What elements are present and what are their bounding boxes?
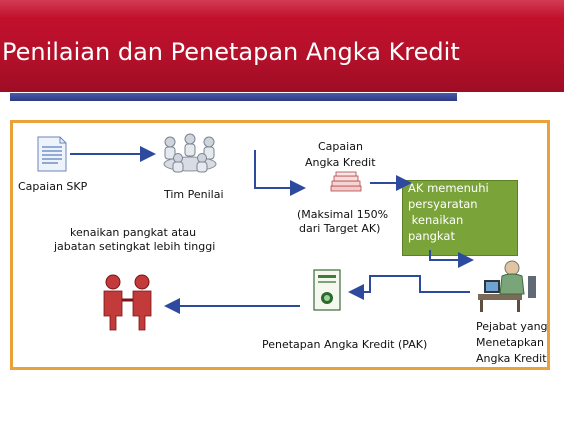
arrow-pejabat-to-pak [348,275,470,300]
title-sheen [0,0,564,18]
requirement-line-1: AK memenuhi [408,181,489,195]
accent-bar [10,93,457,101]
label-kenaikan-line-2: jabatan setingkat lebih tinggi [54,240,216,253]
officer-desk-icon [478,260,536,312]
label-pejabat-line-3: Angka Kredit [476,352,547,365]
arrow-tim-to-ak [254,150,306,196]
team-icon [163,133,217,173]
requirement-line-4: pangkat [408,229,455,243]
label-maksimal-line-2: dari Target AK) [299,222,381,235]
label-pejabat-line-2: Menetapkan [476,336,544,349]
label-capaian-ak-line-2: Angka Kredit [305,156,376,169]
requirement-line-3: kenaikan [408,213,464,227]
stack-icon [330,171,362,192]
page-title: Penilaian dan Penetapan Angka Kredit [2,38,460,66]
requirement-text: AK memenuhi persyaratan kenaikan pangkat [408,180,489,244]
label-capaian-skp: Capaian SKP [18,180,88,193]
requirement-line-2: persyaratan [408,197,478,211]
label-maksimal-line-1: (Maksimal 150% [297,208,389,221]
label-capaian-ak-line-1: Capaian [318,140,363,153]
label-pejabat-line-1: Pejabat yang [476,320,548,333]
requirement-box [402,180,518,256]
label-kenaikan-line-1: kenaikan pangkat atau [70,226,197,239]
handshake-icon [103,274,152,331]
label-tim-penilai: Tim Penilai [164,188,224,201]
certificate-icon [313,269,341,311]
label-pak: Penetapan Angka Kredit (PAK) [262,338,428,351]
document-icon [37,136,67,172]
title-bar: Penilaian dan Penetapan Angka Kredit [0,0,564,92]
arrow-requirement-to-pejabat [429,250,474,268]
